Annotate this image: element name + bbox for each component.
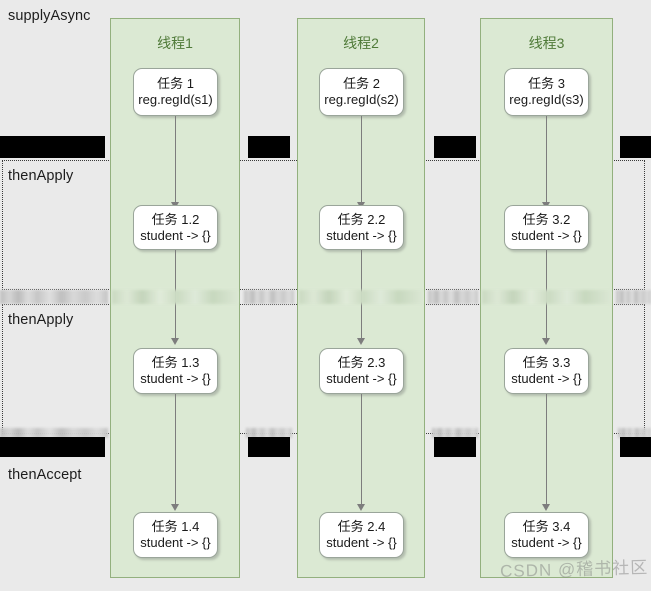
- task-node-2[interactable]: 任务 2 reg.regId(s2): [319, 68, 404, 116]
- task-node-1[interactable]: 任务 1 reg.regId(s1): [133, 68, 218, 116]
- blurred-band-b-lane2: [299, 290, 423, 304]
- task-node-1-2-title: 任务 1.2: [151, 211, 200, 227]
- task-node-1-subtitle: reg.regId(s1): [138, 92, 213, 107]
- swimlane-title-thread-1: 线程1: [157, 35, 193, 51]
- task-node-2-3[interactable]: 任务 2.3 student -> {}: [319, 348, 404, 394]
- arrowhead-lane2-3: [356, 504, 365, 511]
- blurred-band-b-2: [244, 290, 294, 304]
- blurred-band-b-1: [0, 290, 108, 304]
- task-node-3-4[interactable]: 任务 3.4 student -> {}: [504, 512, 589, 558]
- task-node-3-4-title: 任务 3.4: [522, 519, 571, 535]
- blurred-band-c-4: [618, 428, 651, 438]
- arrowhead-lane1-2: [170, 338, 179, 345]
- connector-lane3-3: [546, 394, 547, 508]
- task-node-3-2-subtitle: student -> {}: [511, 227, 582, 243]
- redaction-bar-a-3: [434, 136, 476, 158]
- task-node-2-2-subtitle: student -> {}: [326, 227, 397, 243]
- blurred-band-b-lane1: [112, 290, 238, 304]
- task-node-1-3-title: 任务 1.3: [151, 355, 200, 371]
- blurred-band-c-1: [0, 428, 108, 438]
- redaction-bar-a-2: [248, 136, 290, 158]
- connector-lane1-3: [175, 394, 176, 508]
- phase-label-thenaccept: thenAccept: [8, 467, 82, 483]
- task-node-2-2-title: 任务 2.2: [337, 211, 386, 227]
- task-node-1-4[interactable]: 任务 1.4 student -> {}: [133, 512, 218, 558]
- blurred-band-b-3: [428, 290, 478, 304]
- task-node-1-4-subtitle: student -> {}: [140, 535, 211, 550]
- task-node-1-2-subtitle: student -> {}: [140, 227, 211, 243]
- connector-lane2-1: [361, 116, 362, 206]
- arrowhead-lane2-2: [356, 338, 365, 345]
- swimlane-title-thread-2: 线程2: [343, 35, 379, 51]
- task-node-3-3[interactable]: 任务 3.3 student -> {}: [504, 348, 589, 394]
- task-node-3-2[interactable]: 任务 3.2 student -> {}: [504, 205, 589, 250]
- task-node-1-2[interactable]: 任务 1.2 student -> {}: [133, 205, 218, 250]
- redaction-bar-c-1: [0, 437, 105, 457]
- blurred-band-b-4: [616, 290, 651, 304]
- phase-label-thenapply-2: thenApply: [8, 312, 74, 328]
- task-node-1-title: 任务 1: [157, 76, 194, 92]
- task-node-3-3-subtitle: student -> {}: [511, 371, 582, 386]
- connector-lane1-1: [175, 116, 176, 206]
- blurred-band-c-2: [246, 428, 292, 438]
- task-node-1-3[interactable]: 任务 1.3 student -> {}: [133, 348, 218, 394]
- task-node-2-2[interactable]: 任务 2.2 student -> {}: [319, 205, 404, 250]
- phase-label-thenapply-1: thenApply: [8, 168, 74, 184]
- redaction-bar-a-4: [620, 136, 651, 158]
- redaction-bar-c-2: [248, 437, 290, 457]
- arrowhead-lane3-3: [541, 504, 550, 511]
- arrowhead-lane1-3: [170, 504, 179, 511]
- task-node-2-3-title: 任务 2.3: [337, 355, 386, 371]
- redaction-bar-a-1: [0, 136, 105, 158]
- blurred-band-c-3: [432, 428, 478, 438]
- task-node-2-4-subtitle: student -> {}: [326, 535, 397, 550]
- arrowhead-lane3-2: [541, 338, 550, 345]
- task-node-3-subtitle: reg.regId(s3): [509, 92, 584, 107]
- task-node-3-3-title: 任务 3.3: [522, 355, 571, 371]
- task-node-1-4-title: 任务 1.4: [151, 519, 200, 535]
- connector-lane2-3: [361, 394, 362, 508]
- redaction-bar-c-4: [620, 437, 651, 457]
- task-node-3-title: 任务 3: [528, 76, 565, 92]
- csdn-watermark: CSDN @稽书社区: [499, 558, 649, 581]
- task-node-2-4[interactable]: 任务 2.4 student -> {}: [319, 512, 404, 558]
- task-node-3[interactable]: 任务 3 reg.regId(s3): [504, 68, 589, 116]
- task-node-3-4-subtitle: student -> {}: [511, 535, 582, 550]
- connector-lane3-1: [546, 116, 547, 206]
- task-node-2-3-subtitle: student -> {}: [326, 371, 397, 386]
- task-node-3-2-title: 任务 3.2: [522, 211, 571, 227]
- swimlane-title-thread-3: 线程3: [528, 35, 565, 51]
- task-node-2-subtitle: reg.regId(s2): [324, 92, 399, 107]
- phase-label-supplyasync: supplyAsync: [8, 8, 91, 24]
- task-node-2-4-title: 任务 2.4: [337, 519, 386, 535]
- task-node-1-3-subtitle: student -> {}: [140, 371, 211, 386]
- redaction-bar-c-3: [434, 437, 476, 457]
- blurred-band-b-lane3: [482, 290, 611, 304]
- task-node-2-title: 任务 2: [343, 76, 380, 92]
